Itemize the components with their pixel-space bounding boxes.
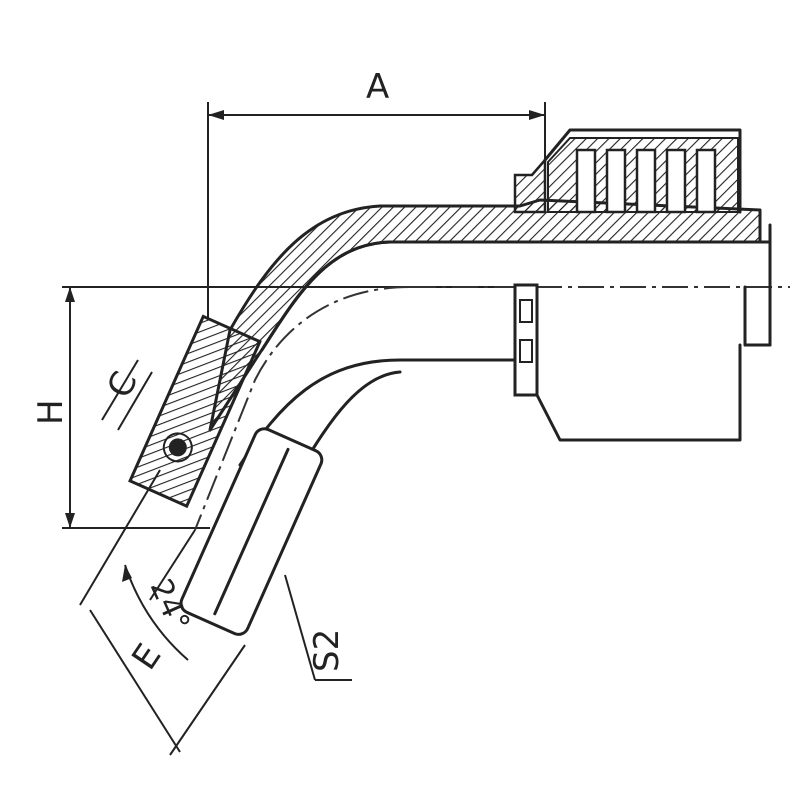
ferrule xyxy=(513,128,742,214)
label-h: H xyxy=(31,399,71,425)
dimension-c: C xyxy=(100,359,153,431)
socket-body xyxy=(498,283,742,442)
tube-body xyxy=(208,198,772,472)
label-a: A xyxy=(366,67,389,107)
label-c: C xyxy=(100,366,146,404)
s2-callout: S2 xyxy=(284,574,352,681)
dimension-a: A xyxy=(207,67,546,320)
center-line xyxy=(194,286,790,531)
label-e: E xyxy=(124,637,169,677)
nipple-head xyxy=(128,314,262,509)
label-s2: S2 xyxy=(307,629,347,672)
swivel-nut xyxy=(179,427,324,636)
